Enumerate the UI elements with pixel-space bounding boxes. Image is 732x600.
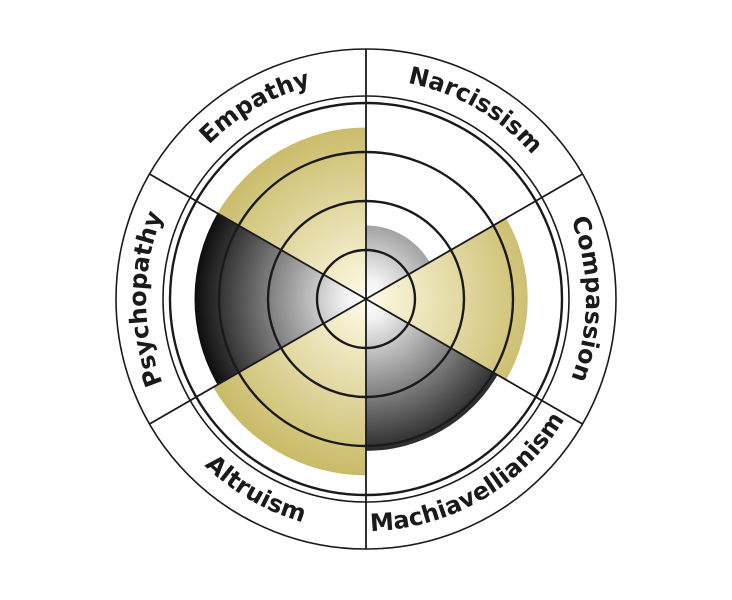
spoke-4 xyxy=(149,298,367,425)
grid-layer xyxy=(115,48,617,550)
spoke-2 xyxy=(365,298,583,425)
label-compassion: Compassion xyxy=(566,212,609,386)
bar-psychopathy xyxy=(194,213,366,385)
bar-altruism xyxy=(213,299,366,476)
bar-machiavellianism xyxy=(366,299,498,451)
label-psychopathy: Psychopathy xyxy=(124,207,168,391)
spoke-5 xyxy=(149,173,367,300)
bar-compassion xyxy=(366,218,528,380)
bar-empathy xyxy=(217,127,366,299)
bars-layer xyxy=(194,127,528,476)
label-empathy: Empathy xyxy=(194,65,313,149)
spoke-1 xyxy=(365,173,583,300)
